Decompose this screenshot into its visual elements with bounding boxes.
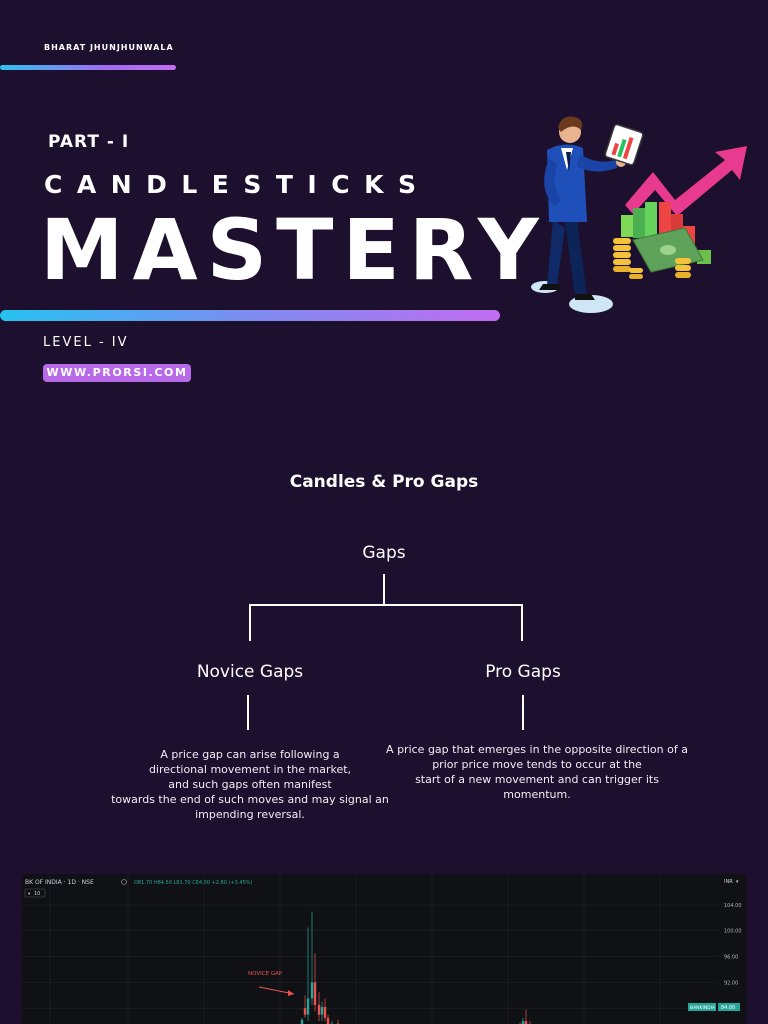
candle-body: [320, 1006, 324, 1015]
candle-body: [310, 982, 314, 999]
level-label: LEVEL - IV: [43, 335, 129, 350]
businessman-illustration: [531, 116, 747, 313]
candle-body: [303, 1008, 307, 1015]
desc-line: prior price move tends to occur at the: [432, 758, 642, 771]
novice-gap-annotation: NOVICE GAP: [248, 971, 283, 977]
section-title: Candles & Pro Gaps: [289, 472, 479, 492]
chart-status-icon: [121, 879, 127, 885]
candle-body: [323, 1006, 327, 1018]
desc-line: directional movement in the market,: [148, 763, 352, 776]
y-tick-label: 96.00: [724, 955, 738, 961]
candle-body: [300, 1019, 304, 1024]
candle-body: [326, 1017, 330, 1024]
desc-line: and such gaps often manifest: [168, 778, 332, 791]
candles: [300, 911, 531, 1024]
novice-gaps-description: A price gap can arise following a direct…: [110, 747, 390, 822]
node-pro-gaps: Pro Gaps: [485, 662, 561, 682]
root-node-gaps: Gaps: [362, 543, 405, 563]
rising-arrow-icon: [625, 146, 747, 216]
chart-symbol: BK OF INDIA · 1D · NSE: [25, 879, 94, 886]
accent-bar-top: [0, 65, 176, 70]
candle-body: [306, 998, 310, 1015]
chevron-down-icon: ▾: [736, 879, 739, 885]
desc-line: impending reversal.: [195, 808, 305, 821]
y-tick-label: 104.00: [724, 903, 742, 909]
cover-title: MASTERY: [40, 201, 548, 299]
author-name: BHARAT JHUNJHUNWALA: [44, 43, 174, 52]
cover-subtitle: CANDLESTICKS: [44, 170, 431, 199]
chart-grid: [22, 874, 718, 1024]
y-tick-label: 100.00: [724, 929, 742, 935]
candle-body: [313, 982, 317, 1005]
y-tick-label: 92.00: [724, 980, 738, 986]
indicator-badge[interactable]: [24, 888, 46, 898]
candlestick-chart[interactable]: BK OF INDIA · 1D · NSE O81.70 H84.50 L81…: [22, 874, 746, 1024]
desc-line: A price gap that emerges in the opposite…: [386, 743, 688, 756]
candle-body: [524, 1021, 528, 1024]
desc-line: towards the end of such moves and may si…: [111, 793, 389, 806]
chart-ohlc: O81.70 H84.50 L81.70 C84.00 +2.80 (+3.45…: [134, 880, 253, 886]
candle-body: [317, 1004, 321, 1015]
gaps-tree-diagram: Gaps Novice Gaps Pro Gaps: [197, 543, 561, 730]
desc-line: start of a new movement and can trigger …: [415, 773, 659, 801]
candle-body: [521, 1021, 525, 1024]
accent-bar-middle: [0, 310, 500, 321]
desc-line: A price gap can arise following a: [160, 748, 340, 761]
node-novice-gaps: Novice Gaps: [197, 662, 303, 682]
part-label: PART - I: [48, 132, 130, 152]
price-label-value: 84.00: [721, 1005, 735, 1011]
indicator-value: 10: [34, 891, 40, 897]
currency-label: INR: [724, 879, 733, 885]
tablet-chart-icon: [604, 123, 644, 166]
price-label-value-bg: [718, 1003, 740, 1011]
price-label-symbol: BANKINDIA: [690, 1005, 716, 1011]
website-badge[interactable]: WWW.PRORSI.COM: [43, 364, 191, 382]
arrow-head-icon: [288, 990, 294, 996]
price-label-symbol-bg: [688, 1003, 716, 1011]
chevron-down-icon: ▾: [28, 892, 31, 897]
money-icon: [613, 227, 704, 279]
pro-gaps-description: A price gap that emerges in the opposite…: [380, 742, 694, 802]
